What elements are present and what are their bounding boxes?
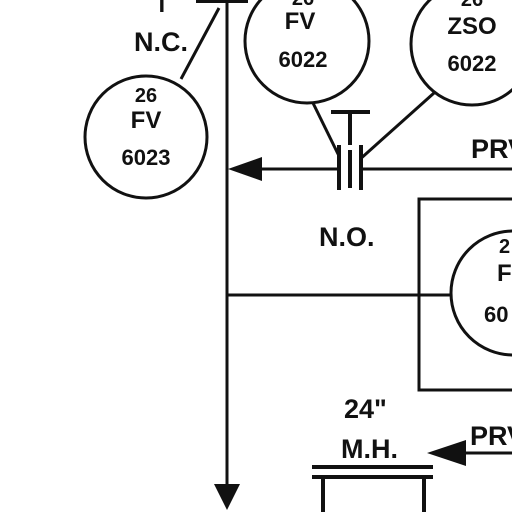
left-arrow-icon bbox=[228, 157, 262, 181]
nc-label: N.C. bbox=[134, 27, 188, 57]
instrument-fv-6023[interactable]: 26 FV 6023 bbox=[83, 74, 209, 200]
fv6023-connector bbox=[179, 7, 221, 80]
instrument-type: FV bbox=[131, 107, 162, 134]
left-arrow-lower-icon bbox=[427, 440, 466, 466]
instrument-loop: 26 bbox=[292, 0, 314, 10]
mh-size-label: 24" bbox=[344, 394, 387, 424]
instrument-loop: 26 bbox=[461, 0, 483, 11]
top-tag-label: T bbox=[155, 0, 169, 17]
valve-no[interactable] bbox=[331, 110, 370, 190]
instrument-type: ZSO bbox=[447, 13, 496, 40]
instrument-type: FV bbox=[285, 8, 316, 35]
instrument-fv-6022[interactable]: 26 FV 6022 bbox=[243, 0, 371, 105]
instrument-loop: 2 bbox=[499, 236, 510, 258]
mh-name-label: M.H. bbox=[341, 434, 398, 464]
zso6022-connector bbox=[356, 91, 436, 163]
instrument-type: F bbox=[497, 260, 512, 287]
instrument-number: 6023 bbox=[122, 145, 171, 170]
manhole-symbol[interactable] bbox=[312, 465, 433, 512]
instrument-number: 6022 bbox=[279, 47, 328, 72]
instrument-number: 60 bbox=[484, 302, 508, 327]
instrument-bubble bbox=[409, 0, 512, 107]
prv-label-upper: PRV bbox=[471, 134, 512, 164]
instrument-bubble bbox=[83, 74, 209, 200]
fv6022-connector bbox=[311, 102, 342, 159]
instrument-bubble bbox=[243, 0, 371, 105]
instrument-fv-right[interactable]: 2 F 60 bbox=[449, 229, 512, 357]
instrument-zso-6022[interactable]: 26 ZSO 6022 bbox=[409, 0, 512, 107]
no-label: N.O. bbox=[319, 222, 375, 252]
instrument-bubble bbox=[449, 229, 512, 357]
instrument-number: 6022 bbox=[448, 51, 497, 76]
prv-label-lower: PRV bbox=[470, 421, 512, 451]
instrument-loop: 26 bbox=[135, 85, 157, 107]
down-arrow-icon bbox=[214, 484, 240, 510]
